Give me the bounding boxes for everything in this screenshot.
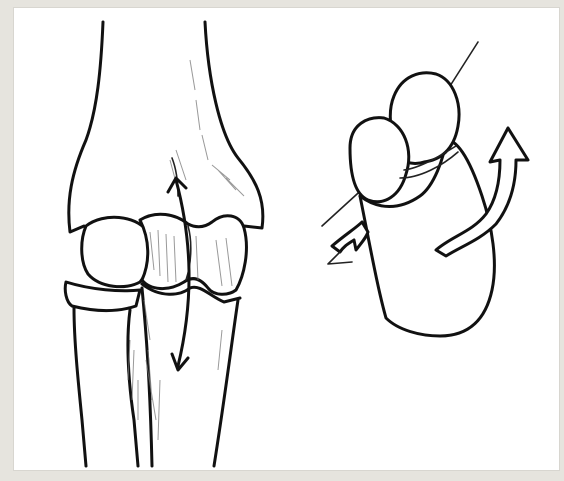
humerus-shading: [170, 60, 244, 196]
upper-roller-face: [350, 118, 409, 202]
capitulum: [82, 217, 150, 286]
left-arrow-tail: [328, 252, 352, 264]
ulna-outline: [142, 288, 238, 466]
left-rotation-arrow: [332, 222, 368, 252]
curved-rotation-arrow-icon: [328, 222, 368, 264]
capitulum-outline: [82, 217, 150, 286]
ulna-shading: [144, 300, 222, 440]
humerus-outline: [69, 22, 263, 232]
humerus: [69, 22, 263, 232]
elbow-joint-illustration: [65, 22, 263, 466]
trochlea: [140, 214, 246, 302]
radius-shaft: [74, 308, 138, 466]
trochlea-outline: [140, 214, 246, 294]
radius: [65, 282, 140, 466]
rotation-model-illustration: [322, 42, 528, 336]
ulna: [142, 288, 238, 466]
